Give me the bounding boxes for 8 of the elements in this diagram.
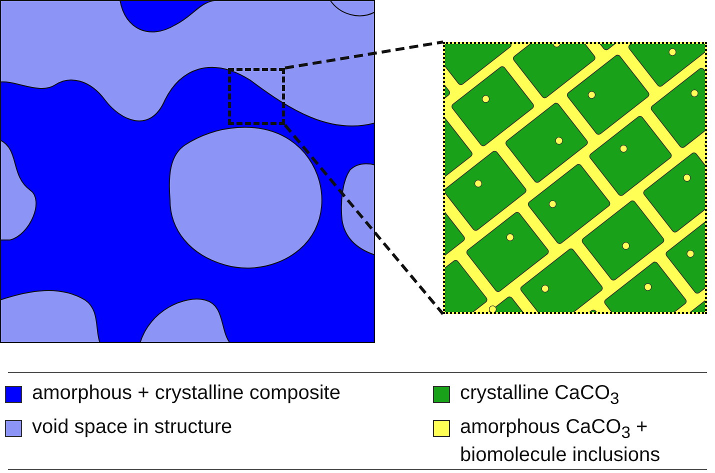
zoom-region-frame [228,68,285,125]
legend-label: amorphous + crystalline composite [32,382,340,405]
legend-label: void space in structure [32,416,232,439]
legend-label: amorphous CaCO$_{3}$ + biomolecule inclusions [460,416,662,467]
legend-label: crystalline CaCO$_{3}$ [460,382,620,410]
zoom-line [284,40,444,70]
zoom-line [284,124,444,315]
magnified-structure-drawing [443,42,707,314]
